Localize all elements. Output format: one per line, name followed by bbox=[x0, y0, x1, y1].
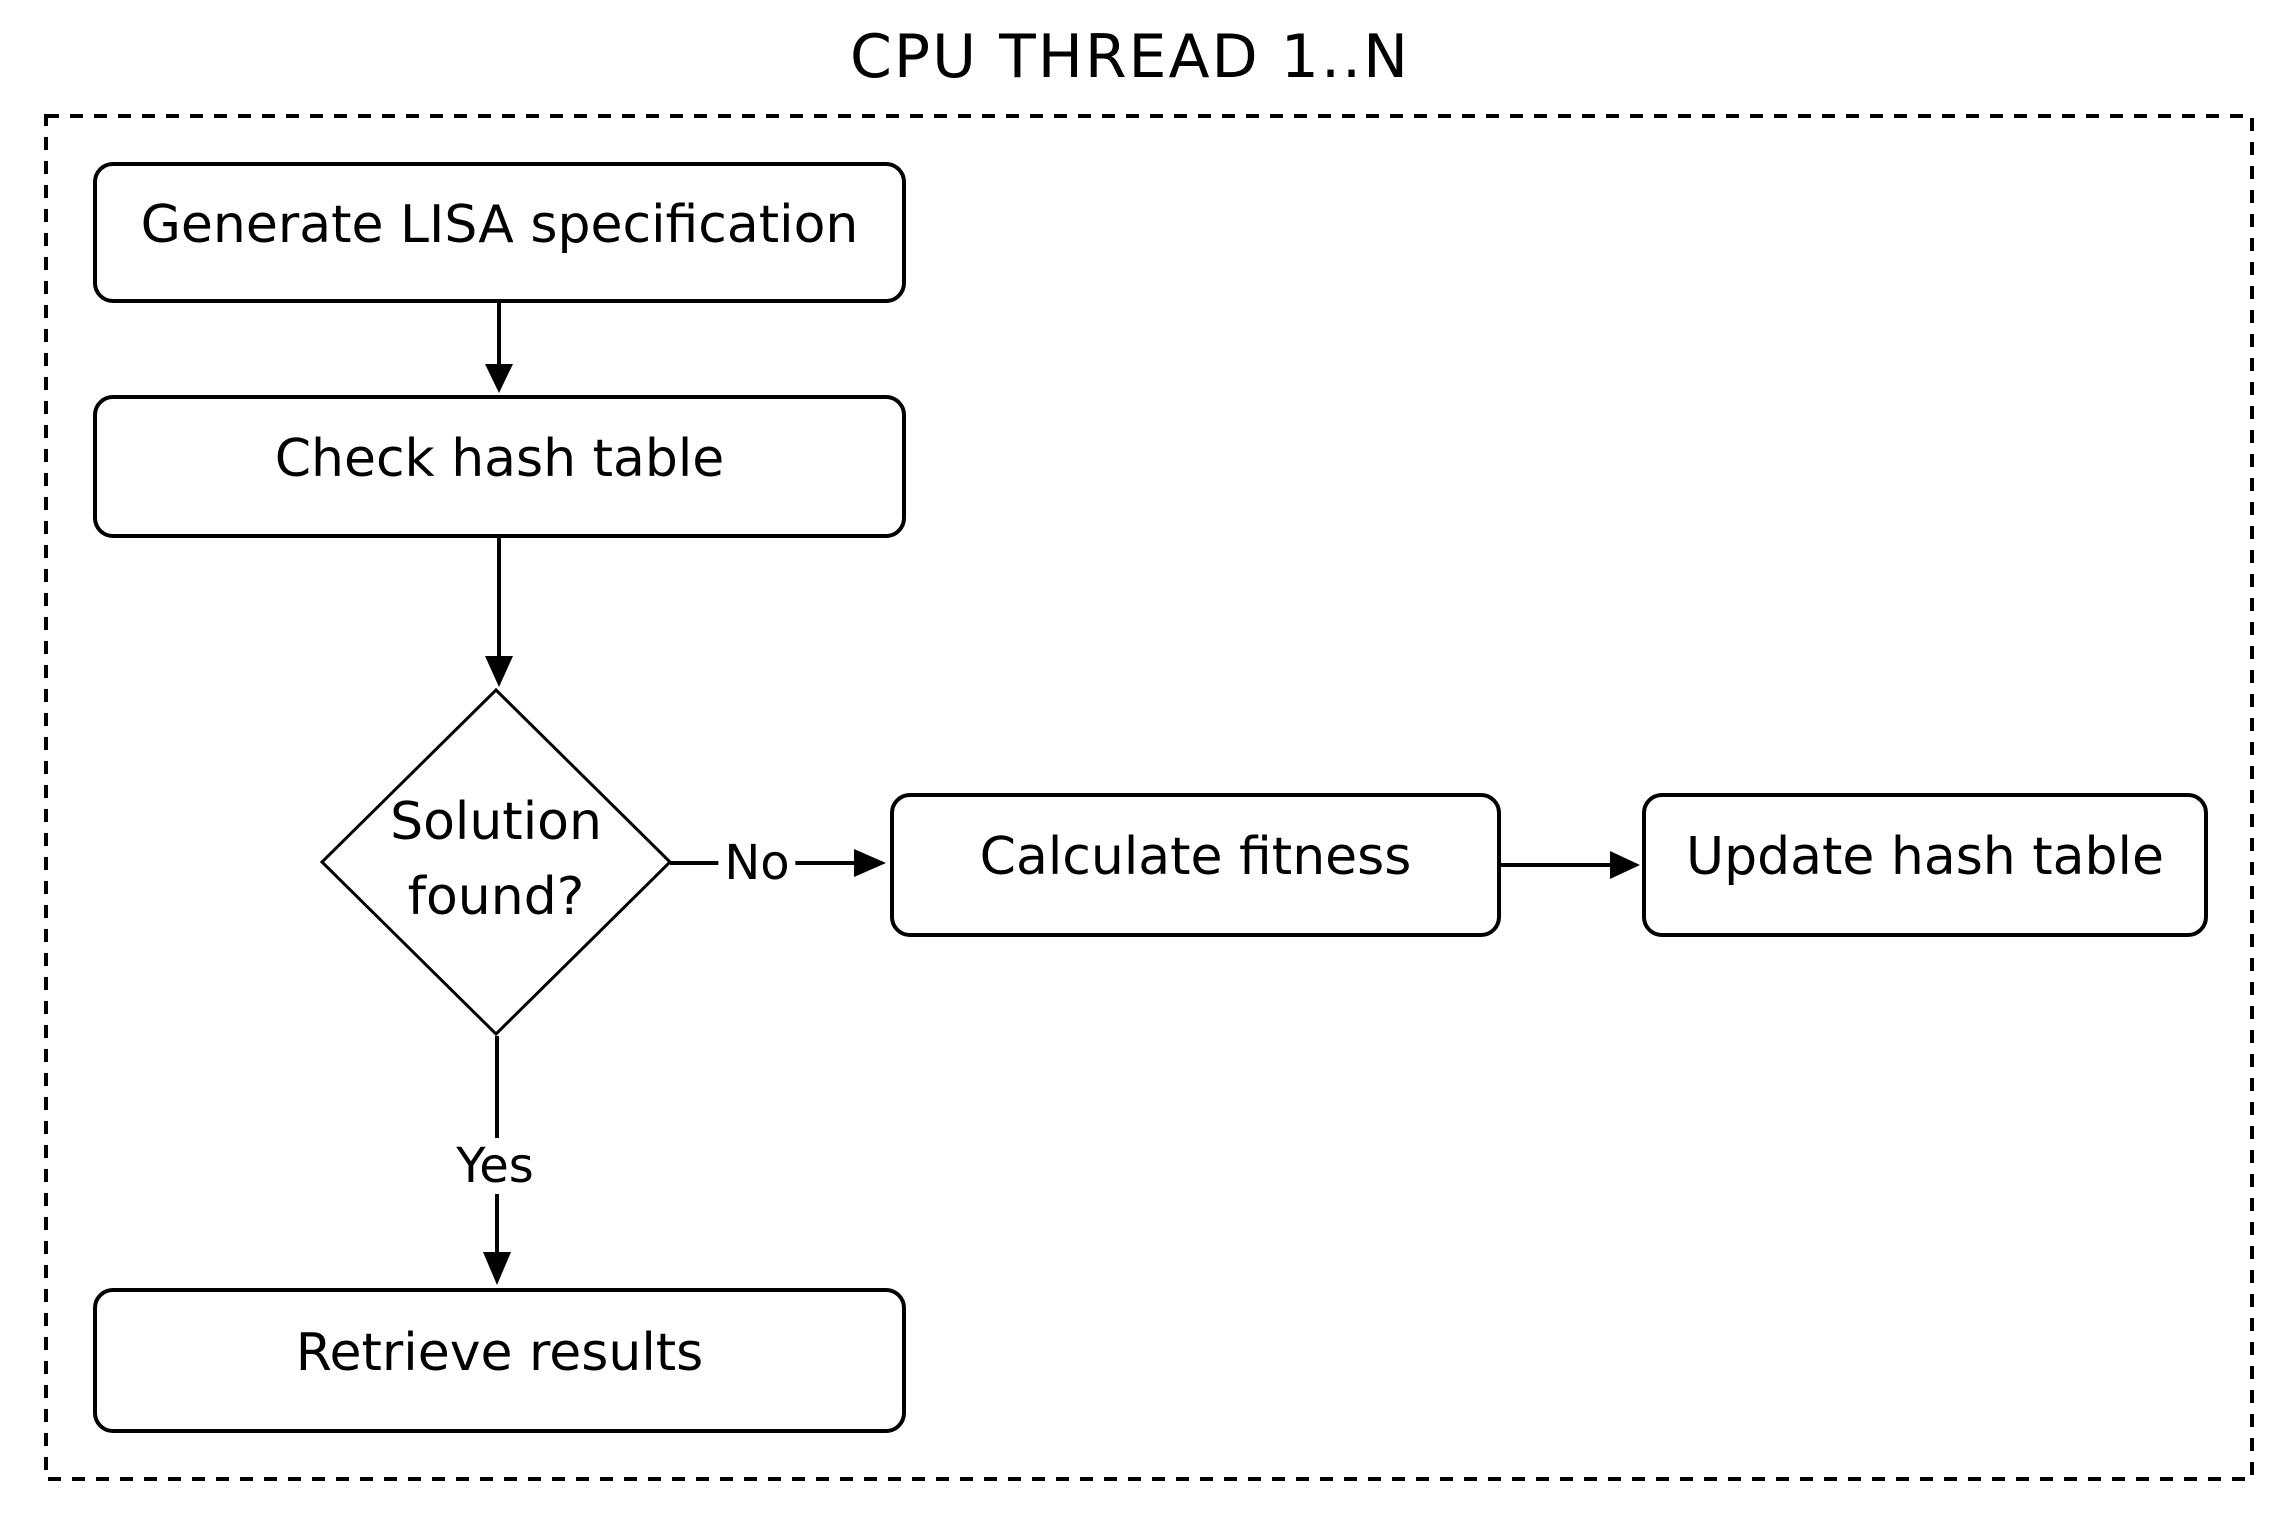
node-calculate-fitness: Calculate fitness bbox=[890, 793, 1501, 937]
node-solution-found-label: Solution found? bbox=[390, 791, 602, 927]
node-update-hash-table: Update hash table bbox=[1642, 793, 2208, 937]
arrowhead-calculate-to-update bbox=[1610, 851, 1640, 879]
edge-label-yes: Yes bbox=[450, 1138, 540, 1194]
node-generate-lisa-specification: Generate LISA specification bbox=[93, 162, 906, 303]
arrowhead-check-to-decision bbox=[485, 656, 513, 687]
node-check-hash-table: Check hash table bbox=[93, 395, 906, 538]
decision-diamond-shape bbox=[319, 687, 673, 1037]
arrowhead-decision-to-retrieve bbox=[483, 1252, 511, 1285]
thread-boundary-box bbox=[44, 114, 2254, 1481]
arrowhead-generate-to-check bbox=[485, 364, 513, 393]
arrowhead-decision-to-calculate bbox=[854, 849, 886, 877]
edge-label-no: No bbox=[718, 835, 796, 891]
node-retrieve-results: Retrieve results bbox=[93, 1288, 906, 1433]
diagram-title: CPU THREAD 1..N bbox=[850, 22, 1410, 92]
